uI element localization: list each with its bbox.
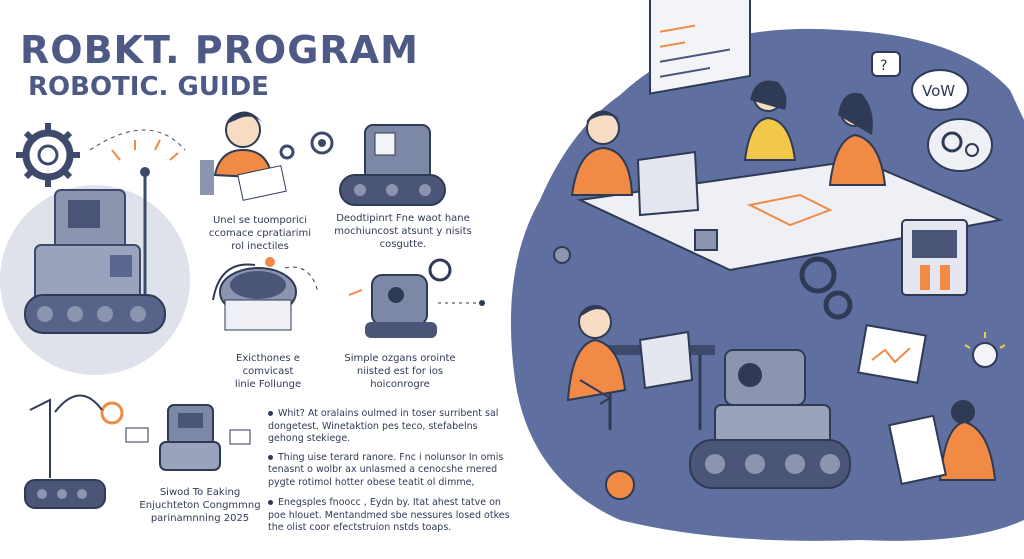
arrow-icon — [212, 263, 256, 301]
bullet-item: Thing uise terard ranore. Fnc i nolunsor… — [268, 451, 504, 488]
small-gear-orange-icon — [605, 470, 635, 500]
dashed-arrow-icon — [284, 266, 319, 293]
right-illustration: VoW ? — [510, 0, 1024, 541]
small-gear-icon — [279, 144, 295, 160]
component-icon — [694, 229, 718, 251]
circuit-illustration — [746, 193, 833, 227]
bullet-item: Whit? At oralains oulmed in toser surrib… — [268, 408, 499, 444]
left-illustration — [0, 111, 485, 509]
page-title: ROBKT. PROGRAM — [20, 28, 419, 72]
small-robot-illustration — [365, 258, 452, 338]
gear-icon — [16, 123, 80, 187]
student-desk-illustration — [566, 305, 715, 430]
target-icon — [310, 131, 334, 155]
motor-illustration — [219, 257, 297, 331]
chart-sheet-icon — [857, 323, 927, 385]
student-laptop-illustration — [570, 110, 700, 217]
controller-illustration — [24, 394, 124, 509]
tape-icon — [553, 246, 571, 264]
reader-illustration — [888, 400, 997, 486]
bullet-list: Whit? At oralains oulmed in toser surrib… — [268, 408, 518, 535]
students-group-illustration — [743, 80, 887, 186]
svg-text:?: ? — [880, 58, 887, 74]
control-panel-illustration — [901, 219, 968, 296]
student-writing-illustration — [200, 111, 287, 201]
drone-robot-illustration — [125, 404, 251, 471]
gear-bubble-icon — [927, 118, 993, 172]
robot-illustration — [24, 139, 179, 334]
robot-vehicle-illustration — [689, 349, 851, 489]
bullet-item: Enegsples fnoocc , Eydn by. Itat ahest t… — [268, 497, 510, 533]
question-bubble-icon: ? — [871, 51, 901, 77]
speech-bubble-text: VoW — [922, 82, 955, 100]
lightbulb-icon — [964, 332, 1006, 368]
speech-bubble: VoW — [911, 69, 969, 111]
monitor-illustration — [649, 0, 751, 95]
page-subtitle: ROBOTIC. GUIDE — [28, 72, 269, 102]
tank-robot-illustration — [339, 124, 446, 206]
gears-icon — [799, 256, 853, 320]
